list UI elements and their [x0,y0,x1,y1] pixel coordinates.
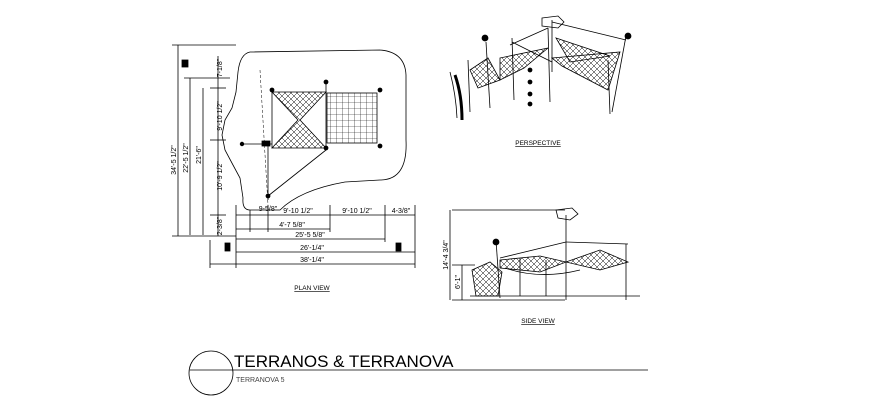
dim-len-3: 38'-1/4" [300,257,324,264]
dim-upper-seg: 9'-10 1/2" [217,101,224,131]
dim-top-offset: 7-1/8" [217,58,224,77]
perspective-net-c [555,37,611,63]
dim-inner-height: 22'-5 1/2" [183,143,190,173]
dim-bottom-offset: 2-3/8" [217,216,224,235]
dim-height-21: 21'-6" [196,146,203,164]
plan-inner-dashed [259,69,269,206]
dim-side-low: 6'-1" [455,275,462,289]
side-view [449,207,640,301]
plan-dim-labels: 34'-5 1/2" 22'-5 1/2" 21'-6" 7-1/8" 9'-1… [171,58,411,264]
perspective-view [449,15,632,121]
dim-len-1: 25'-5 5/8" [295,232,325,239]
perspective-label: PERSPECTIVE [515,140,561,147]
plan-view-label: PLAN VIEW [294,285,330,292]
title-circle [188,350,234,396]
dim-seg-a: 9-5/8" [259,206,278,213]
dim-seg-c: 9'-10 1/2" [342,208,372,215]
title-block: TERRANOS & TERRANOVA TERRANOVA 5 [188,350,648,396]
side-view-label: SIDE VIEW [521,318,555,325]
plan-safety-zone [221,49,407,211]
dim-len-2: 26'-1/4" [300,245,324,252]
plan-net-left [271,91,327,149]
dim-side-height: 14'-4 3/4" [443,240,450,270]
dim-lower-seg: 10'-9 1/2" [217,161,224,191]
side-dim-labels: 14'-4 3/4" 6'-1" [443,240,462,289]
plan-view [172,44,416,268]
dim-seg-b: 9'-10 1/2" [283,208,313,215]
perspective-climb-wall [469,57,501,89]
dim-seg-d: 4-3/8" [392,208,411,215]
side-climb-wall [471,261,503,297]
dim-seg-e: 4'-7 5/8" [279,222,305,229]
perspective-net-a [499,47,549,81]
side-net [499,249,630,273]
plan-net-grid [326,92,378,144]
drawing-title: TERRANOS & TERRANOVA [234,352,454,371]
dim-overall-height: 34'-5 1/2" [171,145,178,175]
drawing-subtitle: TERRANOVA 5 [236,377,285,384]
